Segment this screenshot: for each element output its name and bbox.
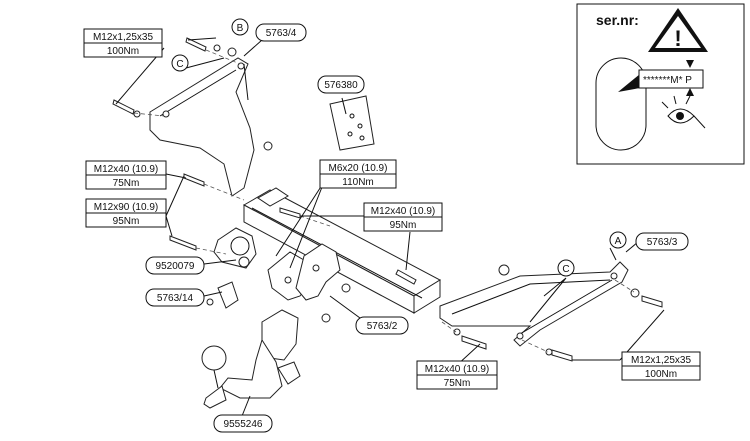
svg-text:C: C <box>176 59 183 70</box>
callout-left-torque: 75Nm <box>113 178 140 189</box>
marker-a: A <box>609 231 627 249</box>
socket-plate-9520079 <box>213 227 257 269</box>
callout-top-torque: 100Nm <box>107 46 139 57</box>
callout-m12x40-95nm: M12x40 (10.9) 95Nm <box>363 202 443 232</box>
callout-m12x1-25x35-bottom: M12x1,25x35 100Nm <box>621 351 701 381</box>
callout-m12x40-75nm-right: M12x40 (10.9) 75Nm <box>416 360 498 390</box>
callout-top-bolt: M12x1,25x35 <box>93 32 153 43</box>
part-label-5763-2: 5763/2 <box>355 316 409 335</box>
part-label-9520079: 9520079 <box>145 256 205 275</box>
svg-text:5763/3: 5763/3 <box>647 237 678 248</box>
callout-m12x40-75nm-left: M12x40 (10.9) 75Nm <box>85 160 167 190</box>
callout-bottom-torque: 100Nm <box>645 369 677 380</box>
warning-triangle-icon: ! <box>648 8 708 52</box>
left-side-bracket <box>149 57 255 197</box>
svg-text:!: ! <box>674 26 681 51</box>
serial-code-text: *******M* P <box>643 75 692 86</box>
svg-text:576380: 576380 <box>324 80 358 91</box>
part-label-5763-14: 5763/14 <box>145 288 205 307</box>
callout-m6x20-110nm: M6x20 (10.9) 110Nm <box>319 159 397 189</box>
arrow-down-icon <box>686 60 694 68</box>
callout-m6x20-bolt: M6x20 (10.9) <box>329 163 388 174</box>
marker-b: B <box>231 18 249 36</box>
callout-right-bolt: M12x40 (10.9) <box>425 364 489 375</box>
bolt-m12x40-beam <box>395 269 417 285</box>
bolt-m12x90 <box>169 235 197 251</box>
svg-text:9520079: 9520079 <box>156 261 195 272</box>
svg-text:B: B <box>237 23 244 34</box>
marker-c-left: C <box>171 54 189 72</box>
part-label-576380: 576380 <box>317 75 365 94</box>
bolt-m12x40-left <box>183 173 205 187</box>
callout-right-torque: 75Nm <box>444 378 471 389</box>
arrow-up-icon <box>686 88 694 96</box>
callout-m12x90-bolt: M12x90 (10.9) <box>94 202 158 213</box>
hardware-bag-576380 <box>329 95 375 151</box>
nut-upper <box>263 141 273 151</box>
callout-bottom-bolt: M12x1,25x35 <box>631 355 691 366</box>
callout-center-bolt: M12x40 (10.9) <box>371 206 435 217</box>
center-mount-plates <box>267 243 341 301</box>
callout-m12x90-95nm: M12x90 (10.9) 95Nm <box>85 198 167 228</box>
svg-text:A: A <box>615 236 622 247</box>
serial-number-panel: ser.nr: ! *******M* P <box>576 3 745 165</box>
nut-middle <box>341 283 351 293</box>
pointer-arrow-icon <box>618 74 640 92</box>
callout-left-bolt: M12x40 (10.9) <box>94 164 158 175</box>
svg-text:5763/14: 5763/14 <box>157 293 194 304</box>
tow-ball-assembly-9555246 <box>201 309 301 409</box>
part-label-5763-4: 5763/4 <box>255 23 307 42</box>
callout-m6x20-torque: 110Nm <box>342 177 374 188</box>
right-side-bracket <box>439 261 629 347</box>
nut-lower <box>321 313 331 323</box>
eye-icon <box>661 95 706 129</box>
svg-text:5763/2: 5763/2 <box>367 321 398 332</box>
callout-m12x90-torque: 95Nm <box>113 216 140 227</box>
small-bracket-5763-14 <box>206 281 239 309</box>
bolt-set-top-left <box>112 37 241 118</box>
serial-panel-title: ser.nr: <box>596 12 639 28</box>
marker-c-right: C <box>557 259 575 277</box>
tow-ball-outline-icon <box>595 57 647 151</box>
svg-text:C: C <box>562 264 569 275</box>
bolt-set-right <box>441 279 663 362</box>
svg-text:5763/4: 5763/4 <box>266 28 297 39</box>
callout-center-torque: 95Nm <box>390 220 417 231</box>
part-label-5763-3: 5763/3 <box>635 232 689 251</box>
bolt-m12x40-center <box>279 207 301 219</box>
svg-text:9555246: 9555246 <box>224 419 263 430</box>
part-label-9555246: 9555246 <box>213 414 273 433</box>
serial-code-label <box>638 69 704 89</box>
callout-m12x1-25x35-top: M12x1,25x35 100Nm <box>83 28 163 58</box>
